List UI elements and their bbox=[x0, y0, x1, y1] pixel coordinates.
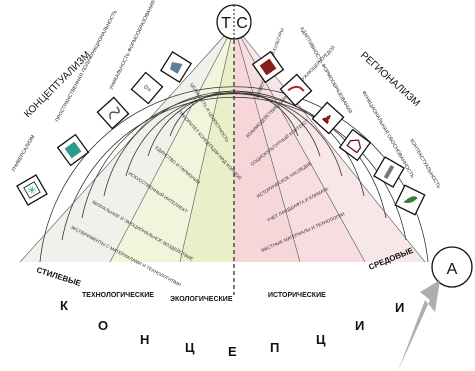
left-concept-boxes: ✳ ⇧ bbox=[16, 50, 193, 206]
grid-icon bbox=[259, 58, 277, 76]
shape-icon bbox=[169, 62, 183, 74]
big-letter-7: Ц bbox=[316, 332, 326, 347]
center-letter-left: Т bbox=[221, 15, 231, 32]
big-letter-2: О bbox=[98, 318, 108, 333]
left-box-label-1: УНИВЕРСАЛИЗМ bbox=[11, 134, 37, 173]
left-box-5 bbox=[159, 50, 193, 84]
sector-label-center: ЭКОЛОГИЧЕСКИЕ bbox=[170, 296, 233, 303]
corner-circle-label: А bbox=[447, 261, 458, 278]
corner-circle: А bbox=[398, 246, 473, 371]
curve-icon bbox=[287, 85, 305, 92]
center-letter-right: С bbox=[236, 15, 248, 32]
right-box-3: ♟ bbox=[311, 101, 345, 135]
right-box-label-5: КОНТЕКСТУАЛЬНОСТЬ bbox=[408, 138, 442, 190]
sector-label-left-inner: ТЕХНОЛОГИЧЕСКИЕ bbox=[82, 292, 154, 299]
left-group-title: КОНЦЕПТУАЛИЗМ bbox=[22, 50, 93, 121]
right-box-5 bbox=[373, 156, 405, 188]
leaf-icon bbox=[403, 196, 418, 204]
right-concept-boxes: ♟ bbox=[251, 50, 426, 216]
right-box-6 bbox=[394, 184, 426, 216]
right-box-1 bbox=[251, 50, 285, 84]
right-box-2 bbox=[279, 73, 313, 107]
big-word: К О Н Ц Е П Ц И И bbox=[60, 298, 404, 359]
left-box-2 bbox=[56, 133, 90, 167]
big-letter-5: Е bbox=[228, 344, 237, 359]
left-box-3 bbox=[96, 96, 130, 130]
left-box-1: ✳ bbox=[16, 174, 48, 206]
big-letter-3: Н bbox=[140, 332, 149, 347]
big-letter-1: К bbox=[60, 298, 68, 313]
big-letter-9: И bbox=[395, 300, 404, 315]
bars-icon bbox=[64, 141, 82, 159]
big-letter-8: И bbox=[355, 318, 364, 333]
gray-arrow bbox=[398, 280, 440, 371]
house-icon bbox=[346, 139, 362, 154]
sector-label-right-inner: ИСТОРИЧЕСКИЕ bbox=[268, 292, 326, 299]
center-circle: Т С bbox=[216, 4, 252, 40]
big-letter-4: Ц bbox=[185, 340, 195, 355]
wave-icon bbox=[109, 106, 120, 120]
tower-icon bbox=[383, 164, 395, 180]
big-letter-6: П bbox=[270, 340, 279, 355]
right-box-4 bbox=[338, 128, 372, 162]
left-box-4: ⇧ bbox=[130, 71, 164, 105]
sector-label-left-outer: СТИЛЕВЫЕ bbox=[35, 265, 82, 288]
